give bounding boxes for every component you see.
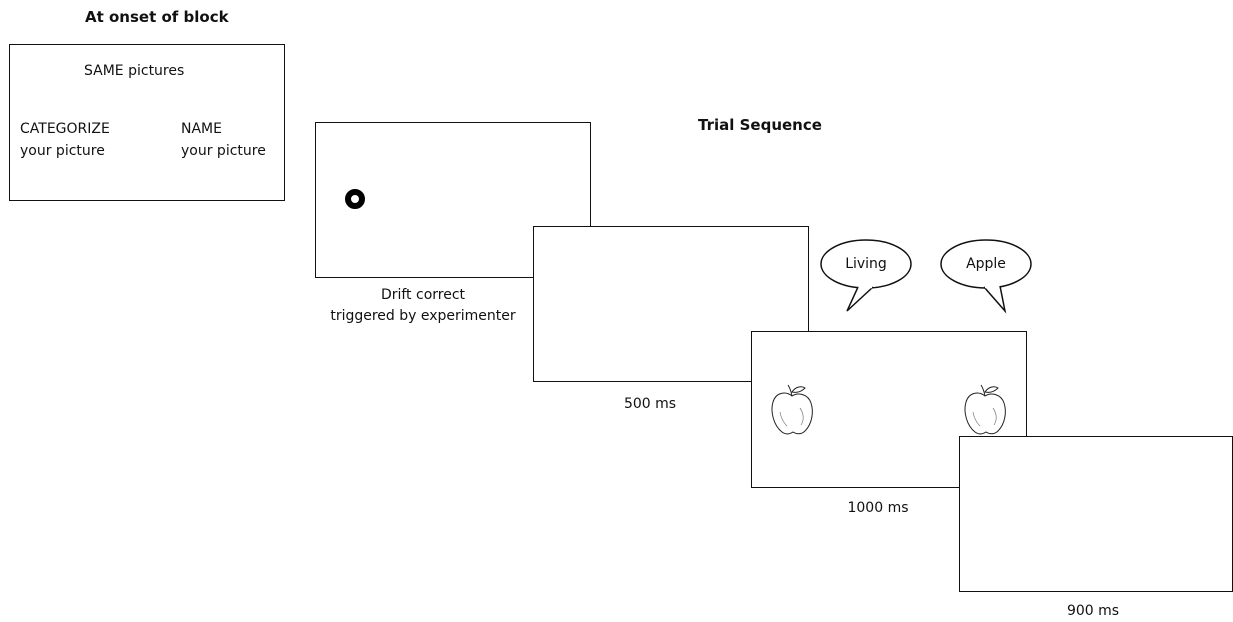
blank-duration-caption: 500 ms	[623, 396, 677, 412]
fixation-target-icon	[345, 189, 365, 209]
block-title: At onset of block	[85, 8, 229, 26]
drift-caption-line2: triggered by experimenter	[330, 308, 516, 324]
apple-left-icon	[771, 384, 813, 435]
block-header: SAME pictures	[84, 63, 185, 79]
drift-caption-line1: Drift correct	[380, 287, 466, 303]
name-label: NAME	[181, 121, 222, 137]
categorize-sublabel: your picture	[20, 143, 105, 159]
living-bubble-text: Living	[845, 256, 887, 272]
speech-bubble-living	[820, 239, 912, 312]
trial-sequence-title: Trial Sequence	[698, 116, 822, 134]
final-blank-screen	[959, 436, 1233, 592]
categorize-label: CATEGORIZE	[20, 121, 110, 137]
block-instruction-screen: SAME pictures CATEGORIZE your picture NA…	[9, 44, 285, 201]
speech-bubble-apple	[940, 239, 1032, 314]
drift-correct-caption: Drift correct triggered by experimenter	[316, 285, 530, 327]
apple-right-icon	[964, 384, 1006, 435]
final-duration-caption: 900 ms	[1066, 603, 1120, 619]
name-sublabel: your picture	[181, 143, 266, 159]
picture-duration-caption: 1000 ms	[847, 500, 909, 516]
apple-bubble-text: Apple	[966, 256, 1006, 272]
